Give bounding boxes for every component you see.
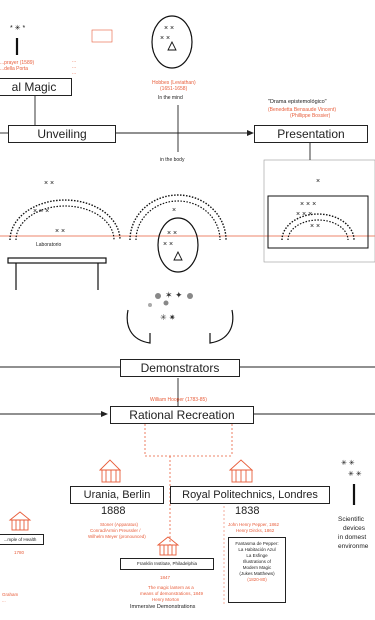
natural-magic-box[interactable]: al Magic bbox=[0, 78, 72, 96]
presentation-frame bbox=[263, 159, 375, 263]
scientific-2: devices bbox=[343, 525, 366, 532]
svg-text:×: × bbox=[316, 178, 320, 185]
building-royal bbox=[228, 459, 254, 483]
svg-text:× ×: × × bbox=[55, 228, 65, 235]
immersive-label: Immersive Demonstrations bbox=[130, 604, 196, 610]
head-center bbox=[157, 217, 199, 273]
scientific-3: in domest bbox=[338, 534, 367, 541]
pepper-line-2: La Habitación Azul bbox=[238, 547, 276, 552]
urania-year: 1888 bbox=[101, 505, 126, 517]
arrow-head bbox=[247, 130, 254, 136]
svg-text:× ×: × × bbox=[167, 230, 177, 237]
svg-text:* ✳ *: * ✳ * bbox=[10, 24, 25, 32]
pepper-line-4: Illustrations of bbox=[243, 559, 271, 564]
building-urania bbox=[98, 459, 122, 483]
unveiling-box[interactable]: Unveiling bbox=[8, 125, 116, 143]
svg-text:× × ×: × × × bbox=[33, 208, 49, 215]
svg-text:× ×: × × bbox=[44, 180, 54, 187]
urania-box[interactable]: Urania, Berlin bbox=[70, 486, 164, 504]
building-franklin bbox=[156, 536, 180, 556]
franklin-red-3: Henry Morton bbox=[152, 597, 180, 602]
urania-red-1: Stoner (Apparatus) bbox=[100, 522, 139, 527]
drama-sub-2: (Phillippe Bossier) bbox=[290, 113, 331, 119]
scientific-1: Scientific bbox=[338, 516, 365, 523]
laboratorio-label: Laboratorio bbox=[36, 242, 62, 248]
temple-year: 1780 bbox=[14, 550, 25, 555]
pepper-line-1: Fantasma de Pepper: bbox=[235, 541, 279, 546]
pepper-box: Fantasma de Pepper: La Habitación Azul L… bbox=[228, 537, 286, 603]
head-red-1: Hobbes (Leviathan) bbox=[152, 80, 196, 86]
top-left-red-2: ...della Porta bbox=[0, 66, 29, 72]
urania-red-3: Wilhelm Meyer (pronounced) bbox=[88, 534, 146, 539]
polytech-red-1: John Henry Pepper, 1862 bbox=[228, 522, 280, 527]
graham-label: Graham bbox=[2, 592, 19, 597]
william-hooper-label: William Hooper (1783-85) bbox=[150, 397, 207, 403]
top-left-red-1: ...prayer (1589) bbox=[0, 60, 35, 66]
franklin-box[interactable]: Franklin Institute, Philadelphia bbox=[120, 558, 214, 570]
building-temple bbox=[8, 511, 32, 531]
top-center-red-2: ... bbox=[72, 64, 77, 70]
presentation-box[interactable]: Presentation bbox=[254, 125, 368, 143]
svg-text:✳ ✳: ✳ ✳ bbox=[341, 459, 355, 467]
svg-text:× ×: × × bbox=[310, 223, 320, 230]
scientific-4: environme bbox=[338, 543, 369, 550]
svg-text:× × ×: × × × bbox=[300, 201, 316, 208]
franklin-red-1: The magic lantern as a bbox=[148, 585, 194, 590]
left-bottom-red: ... bbox=[2, 598, 6, 603]
polytech-red-2: Henry Dircks, 1862 bbox=[236, 528, 275, 533]
svg-text:× ×: × × bbox=[163, 241, 173, 248]
pepper-line-3: La Esfinge bbox=[246, 553, 268, 558]
in-the-body-label: in the body bbox=[160, 157, 185, 163]
svg-text:✶ ✦: ✶ ✦ bbox=[165, 290, 183, 300]
in-the-mind-label: In the mind bbox=[158, 95, 183, 101]
pepper-line-6: (Jukes Matthews) bbox=[239, 571, 275, 576]
franklin-red-2: means of demonstrations, 1849 bbox=[140, 591, 204, 596]
svg-text:✳ ✳: ✳ ✳ bbox=[348, 470, 362, 478]
head-top bbox=[151, 15, 193, 69]
rational-recreation-box[interactable]: Rational Recreation bbox=[110, 406, 254, 424]
franklin-year: 1847 bbox=[160, 575, 171, 580]
svg-text:× × ×: × × × bbox=[296, 211, 312, 218]
svg-text:✳ ✷: ✳ ✷ bbox=[160, 313, 176, 322]
demonstrators-box[interactable]: Demonstrators bbox=[120, 359, 240, 377]
temple-of-health-box[interactable]: ...mple of Health bbox=[0, 534, 44, 545]
drama-sub: (Benedetta Bensaude Vincent) bbox=[268, 107, 337, 113]
svg-text:× ×: × × bbox=[160, 35, 170, 42]
top-center-red-1: ... bbox=[72, 58, 77, 64]
top-center-red-3: ... bbox=[72, 70, 77, 76]
pepper-line-5: Modern Magic bbox=[242, 565, 272, 570]
head-red-2: (1651-1658) bbox=[160, 86, 188, 92]
drama-title: "Drama epistemológico" bbox=[268, 99, 327, 105]
svg-text:×: × bbox=[172, 207, 176, 214]
royal-polytechnic-box[interactable]: Royal Politechnics, Londres bbox=[170, 486, 330, 504]
svg-text:× ×: × × bbox=[164, 25, 174, 32]
urania-red-2: Conrad/Armin Preussler / bbox=[90, 528, 141, 533]
royal-polytechnic-year: 1838 bbox=[235, 505, 260, 517]
pepper-line-7: (1820-80) bbox=[247, 577, 267, 582]
